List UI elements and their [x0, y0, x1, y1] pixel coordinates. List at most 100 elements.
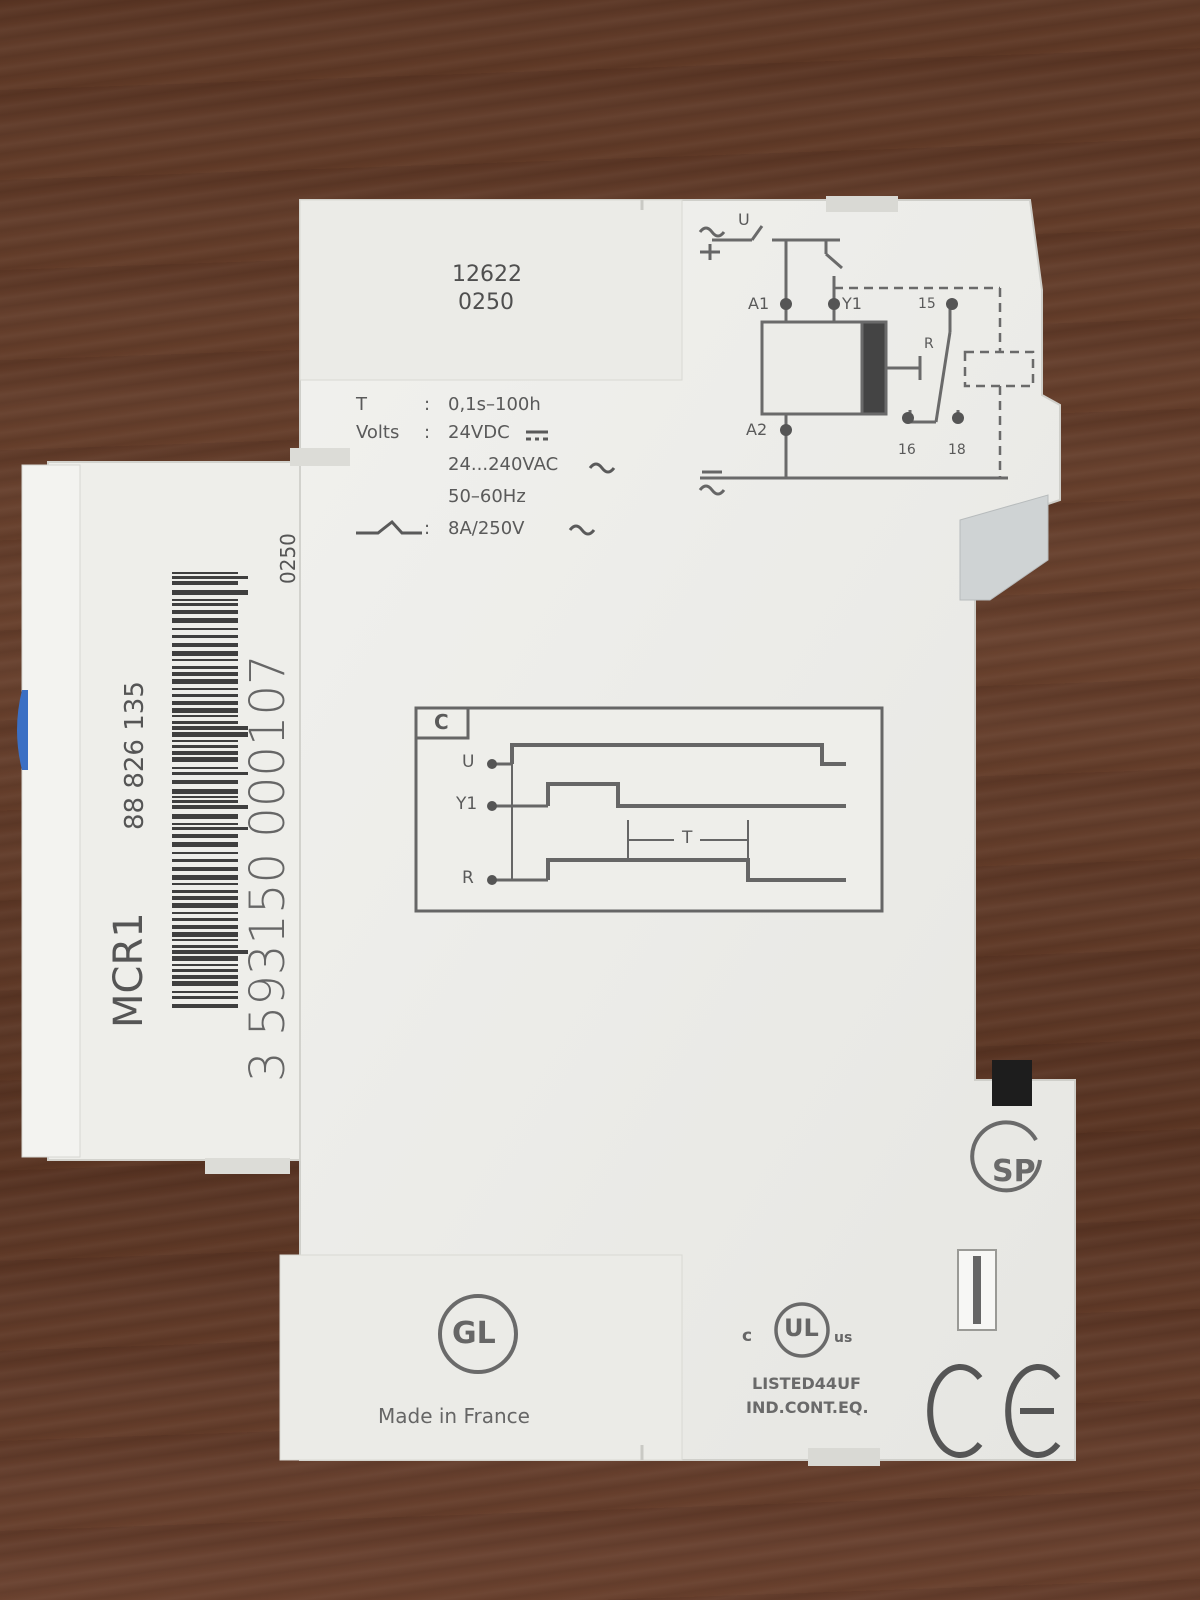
barcode-bar	[172, 672, 238, 676]
barcode-bar	[172, 740, 238, 742]
spec-sep-t: :	[424, 394, 431, 415]
gl-ring	[438, 1294, 518, 1374]
spec-value-contact: 8A/250V	[448, 518, 525, 539]
ul-mark: UL	[784, 1314, 819, 1342]
csa-mark: SP	[992, 1154, 1036, 1189]
barcode-suffix: 0250	[276, 533, 300, 584]
timing-row-y1: Y1	[456, 794, 478, 814]
timing-dots	[487, 759, 497, 885]
blue-knob	[17, 690, 28, 770]
top-label-line2: 0250	[458, 290, 514, 315]
ul-ring	[774, 1302, 830, 1358]
barcode-bar	[172, 599, 238, 601]
ce-e	[1005, 1364, 1061, 1458]
barcode-bar	[172, 701, 238, 705]
barcode-bar	[172, 603, 238, 606]
barcode-bar	[172, 827, 248, 830]
barcode-bar	[172, 726, 248, 730]
barcode-bar	[172, 859, 238, 862]
barcode-bar	[172, 789, 238, 794]
barcode-bar	[172, 867, 238, 871]
clip-top	[826, 196, 898, 212]
spec-sep-contact: :	[424, 518, 431, 539]
wiring-label-a2: A2	[746, 420, 768, 439]
barcode-bar	[172, 772, 248, 775]
ul-category: IND.CONT.EQ.	[746, 1398, 869, 1417]
housing-left-edge	[21, 464, 81, 1158]
barcode-bar	[172, 659, 238, 661]
barcode-bar	[172, 751, 238, 755]
clip-left-bottom	[205, 1158, 290, 1174]
barcode-bar	[172, 805, 248, 809]
barcode-bar	[172, 708, 238, 713]
ul-c: c	[742, 1326, 753, 1346]
wiring-label-y1: Y1	[842, 294, 862, 313]
barcode-bar	[172, 950, 248, 954]
timing-interval: T	[682, 828, 693, 848]
timing-row-r: R	[462, 868, 474, 888]
barcode-bar	[172, 814, 238, 819]
barcode-bar	[172, 572, 238, 574]
barcode-bar	[172, 745, 238, 748]
barcode-bar	[172, 964, 238, 966]
wiring-label-18: 18	[948, 442, 966, 458]
ac-symbols	[698, 226, 726, 496]
barcode-bar	[172, 643, 238, 647]
barcode-bar	[172, 932, 238, 937]
wiring-label-r: R	[924, 336, 934, 352]
barcode	[172, 572, 248, 1008]
barcode-bar	[172, 651, 238, 656]
barcode-bar	[172, 852, 238, 854]
timing-mode: C	[434, 710, 449, 734]
spec-value-dc: 24VDC	[448, 422, 510, 443]
timing-diagram	[414, 706, 884, 913]
barcode-bar	[172, 780, 238, 784]
barcode-bar	[172, 679, 238, 684]
spec-value-hz: 50–60Hz	[448, 486, 526, 507]
barcode-bar	[172, 767, 238, 769]
barcode-bar	[172, 875, 238, 880]
barcode-bar	[172, 635, 238, 638]
clip-bottom	[808, 1448, 880, 1466]
clip-left-top	[290, 448, 350, 466]
spec-key-t: T	[356, 394, 367, 415]
barcode-bar	[172, 939, 238, 941]
made-in-label: Made in France	[378, 1404, 530, 1428]
ul-listed: LISTED44UF	[752, 1374, 861, 1393]
wiring-label-16: 16	[898, 442, 916, 458]
wiring-label-u: U	[738, 210, 750, 229]
barcode-bar	[172, 800, 238, 803]
barcode-bar	[172, 610, 238, 614]
black-latch	[992, 1060, 1032, 1106]
barcode-bar	[172, 1004, 238, 1008]
barcode-bar	[172, 981, 238, 986]
barcode-bar	[172, 975, 238, 979]
barcode-bar	[172, 912, 238, 914]
barcode-bar	[172, 945, 238, 948]
model-label: MCR1	[106, 912, 152, 1028]
barcode-bar	[172, 823, 238, 825]
barcode-bar	[172, 956, 238, 961]
spec-symbols	[356, 430, 616, 536]
barcode-bar	[172, 581, 238, 585]
ref-label: 88 826 135	[120, 681, 150, 830]
csa-ring	[970, 1120, 1042, 1193]
barcode-bar	[172, 834, 238, 838]
spec-key-volts: Volts	[356, 422, 400, 443]
timing-row-u: U	[462, 752, 475, 772]
top-label-plate	[299, 199, 683, 381]
wiring-dots	[780, 298, 964, 436]
barcode-bar	[172, 991, 238, 993]
gl-mark: GL	[452, 1316, 496, 1351]
barcode-bar	[172, 890, 238, 893]
top-label-line1: 12622	[452, 262, 522, 287]
barcode-bar	[172, 628, 238, 630]
barcode-bar	[172, 896, 238, 900]
ul-us: us	[834, 1330, 853, 1346]
barcode-bar	[172, 666, 238, 669]
barcode-bar	[172, 694, 238, 697]
barcode-bar	[172, 925, 238, 929]
barcode-bar	[172, 688, 238, 690]
